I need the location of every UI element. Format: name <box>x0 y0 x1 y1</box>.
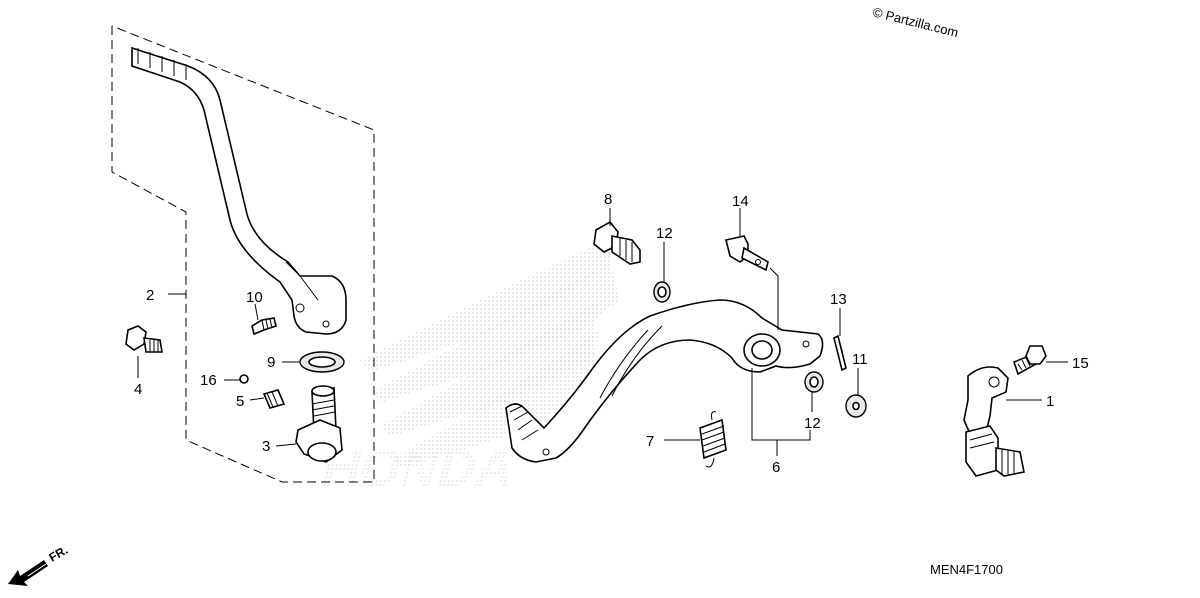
honda-logo-text: HONDA <box>316 440 521 498</box>
callout-4: 4 <box>134 381 142 398</box>
clevis-pin-part-14 <box>725 235 769 272</box>
honda-logo-watermark: HONDA <box>316 236 620 498</box>
callout-5: 5 <box>236 393 244 410</box>
callout-3: 3 <box>262 438 270 455</box>
shift-lever-part-1 <box>963 366 1025 477</box>
washer-part-12-lower <box>804 371 824 393</box>
callout-6: 6 <box>772 459 780 476</box>
front-arrow-icon <box>8 560 48 586</box>
o-ring-part-16 <box>239 374 249 384</box>
front-indicator: FR. <box>8 543 70 586</box>
callout-14: 14 <box>732 193 749 210</box>
cotter-pin-part-13 <box>833 334 847 372</box>
spring-part-7 <box>699 411 727 468</box>
brake-pedal-part-6 <box>505 299 824 463</box>
seal-part-9 <box>299 351 345 373</box>
callout-7: 7 <box>646 433 654 450</box>
washer-part-12-top <box>653 281 671 303</box>
assembly-boundary <box>111 25 375 483</box>
callout-13: 13 <box>830 291 847 308</box>
copyright-watermark: © Partzilla.com <box>871 4 960 40</box>
diagram-code: MEN4F1700 <box>930 562 1003 577</box>
callout-11: 11 <box>852 351 868 368</box>
callout-9: 9 <box>267 354 275 371</box>
bolt-part-4 <box>125 325 163 353</box>
callout-12-top: 12 <box>656 225 673 242</box>
bolt-part-10 <box>251 317 277 336</box>
callout-labels: 1 2 3 4 5 6 7 8 9 10 11 12 12 13 14 15 1… <box>134 191 1089 476</box>
washer-part-11 <box>845 394 867 418</box>
callout-16: 16 <box>200 372 217 389</box>
pivot-bolt-part-8 <box>593 220 641 265</box>
callout-10: 10 <box>246 289 263 306</box>
callout-2: 2 <box>146 287 154 304</box>
callout-8: 8 <box>604 191 612 208</box>
screw-part-5 <box>262 389 286 409</box>
bolt-part-15 <box>1013 345 1047 376</box>
callout-15: 15 <box>1072 355 1089 372</box>
leader-lines <box>137 208 1068 456</box>
spindle-part-3 <box>295 385 343 463</box>
lever-arm-part-2 <box>131 46 347 335</box>
front-label: FR. <box>47 543 71 565</box>
callout-12-lower: 12 <box>804 415 821 432</box>
callout-1: 1 <box>1046 393 1054 410</box>
